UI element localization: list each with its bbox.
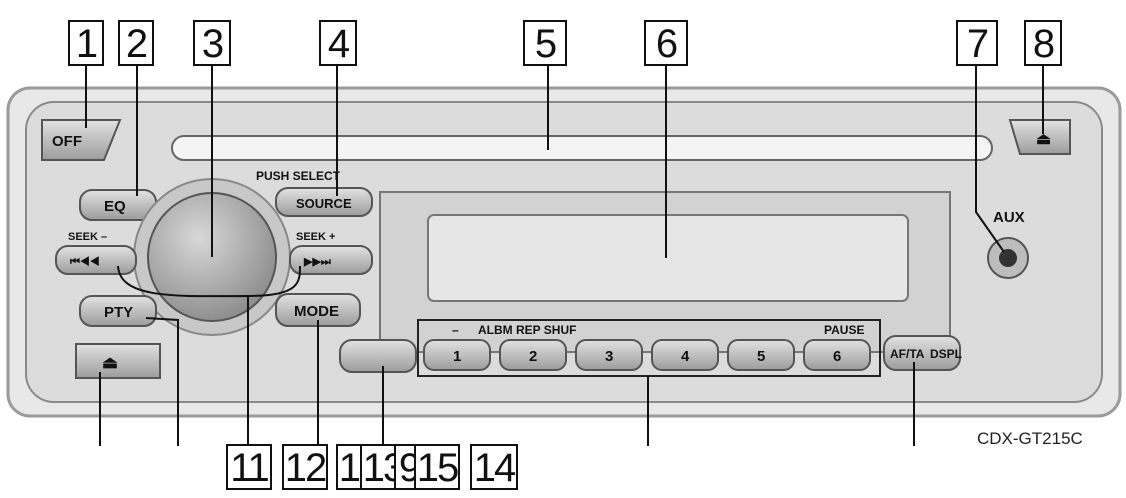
preset-button-2[interactable] xyxy=(499,339,567,371)
next-icon: ▶▶⏭ xyxy=(303,256,331,268)
aux-jack[interactable] xyxy=(999,249,1017,267)
callout-4: 4 xyxy=(319,20,357,66)
pty-label: PTY xyxy=(104,304,133,321)
preset-label-3: 3 xyxy=(605,348,613,365)
display-window xyxy=(427,214,909,302)
source-button[interactable] xyxy=(275,187,373,217)
preset-buttons: 1 2 3 4 5 6 xyxy=(423,339,871,371)
callout-14: 14 xyxy=(470,444,518,490)
callout-2: 2 xyxy=(118,20,154,66)
prev-icon: ⏮◀◀ xyxy=(70,256,100,268)
callout-5: 5 xyxy=(523,20,567,66)
preset-button-4[interactable] xyxy=(651,339,719,371)
callout-12: 12 xyxy=(282,444,328,490)
callout-11: 11 xyxy=(226,444,272,490)
preset-button-1[interactable] xyxy=(423,339,491,371)
seek-minus-button[interactable] xyxy=(55,245,137,275)
preset-caption-pause: PAUSE xyxy=(824,323,864,337)
preset-label-5: 5 xyxy=(757,348,765,365)
callout-8: 8 xyxy=(1024,20,1062,66)
source-label: SOURCE xyxy=(296,196,352,211)
preset-button-6[interactable] xyxy=(803,339,871,371)
preset-caption-minus: – xyxy=(452,323,459,337)
callout-3: 3 xyxy=(193,20,231,66)
preset-label-4: 4 xyxy=(681,348,690,365)
eject-icon: ⏏ xyxy=(1036,131,1051,148)
seek-plus-button[interactable] xyxy=(289,245,373,275)
aux-label: AUX xyxy=(993,209,1025,226)
callout-1: 1 xyxy=(68,20,104,66)
dspl-label: DSPL xyxy=(930,347,962,361)
callout-15: 15 xyxy=(414,444,460,490)
mode-label: MODE xyxy=(294,303,339,320)
leader-11 xyxy=(117,265,301,444)
off-button[interactable] xyxy=(41,119,122,161)
callout-6: 6 xyxy=(644,20,688,66)
release-icon: ⏏ xyxy=(102,353,118,372)
disc-slot xyxy=(171,135,993,161)
push-select-label: PUSH SELECT xyxy=(256,169,341,183)
seek-plus-label: SEEK + xyxy=(296,231,335,243)
eq-label: EQ xyxy=(104,198,126,215)
af-ta-label: AF/TA xyxy=(890,347,925,361)
af-ta-dspl-button[interactable] xyxy=(883,335,961,371)
preset-button-3[interactable] xyxy=(575,339,643,371)
seek-minus-label: SEEK – xyxy=(68,231,107,243)
callout-7: 7 xyxy=(956,20,998,66)
preset-label-6: 6 xyxy=(833,348,841,365)
blank-button[interactable] xyxy=(339,339,417,373)
release-button[interactable] xyxy=(75,343,161,379)
off-label: OFF xyxy=(52,133,82,150)
pty-button[interactable] xyxy=(79,295,157,327)
preset-caption-modes: ALBM REP SHUF xyxy=(478,323,576,337)
preset-label-1: 1 xyxy=(453,348,461,365)
preset-label-2: 2 xyxy=(529,348,537,365)
model-name: CDX-GT215C xyxy=(977,429,1083,448)
preset-button-5[interactable] xyxy=(727,339,795,371)
eject-button[interactable] xyxy=(1008,119,1071,155)
leader-7 xyxy=(975,66,1005,253)
leader-lines xyxy=(85,66,1044,446)
leader-pty xyxy=(145,317,179,446)
